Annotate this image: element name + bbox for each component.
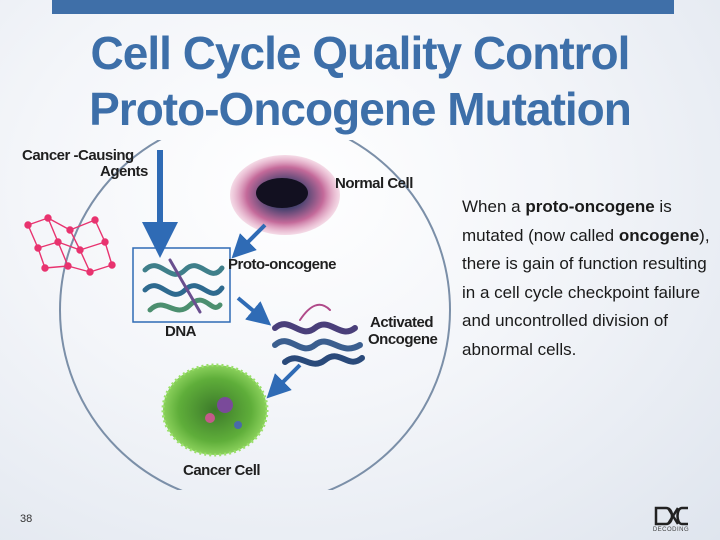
agents-network-icon <box>24 214 116 276</box>
desc-part2: is mutated (now called <box>462 197 672 245</box>
agents-label-line2: Agents <box>100 163 148 180</box>
cell-cycle-diagram: Cancer -Causing Agents Normal Cell Proto… <box>0 114 470 506</box>
activated-oncogene-label: Activated Oncogene <box>368 314 438 348</box>
dna-box <box>132 247 231 323</box>
cancer-cell-icon <box>161 363 269 457</box>
normal-cell-label: Normal Cell <box>335 175 413 192</box>
proto-oncogene-protein-icon <box>142 258 225 314</box>
desc-part3: ), there is gain of function resulting i… <box>462 225 710 359</box>
dna-label: DNA <box>165 323 197 340</box>
decoding-logo-icon <box>654 506 688 526</box>
agents-label-line1: Cancer -Causing <box>22 147 134 164</box>
desc-bold-proto-oncogene: proto-oncogene <box>525 197 655 216</box>
normal-to-proto-arrow <box>231 223 267 259</box>
desc-bold-oncogene: oncogene <box>618 225 700 245</box>
proto-oncogene-label: Proto-oncogene <box>228 256 337 273</box>
activated-label-line1: Activated <box>370 314 434 331</box>
dna-to-oncogene-arrow <box>236 296 272 326</box>
cancer-cell-label: Cancer Cell <box>183 462 261 479</box>
desc-part1: When a <box>462 197 526 216</box>
page-number: 38 <box>20 513 33 525</box>
logo-text: DECODING <box>652 527 690 533</box>
activated-oncogene-icon <box>272 303 365 367</box>
top-accent-bar <box>52 0 674 14</box>
normal-cell-icon <box>230 155 340 235</box>
slide-title-line2: Proto-Oncogene Mutation <box>89 83 632 135</box>
oncogene-to-cancer-arrow <box>266 363 302 399</box>
slide-title-line1: Cell Cycle Quality Control <box>90 27 631 79</box>
agents-label: Cancer -Causing Agents <box>22 148 148 180</box>
description-text: When a proto-oncogene is mutated (now ca… <box>462 193 712 365</box>
activated-label-line2: Oncogene <box>368 331 438 348</box>
diagram-graphics <box>24 114 451 506</box>
